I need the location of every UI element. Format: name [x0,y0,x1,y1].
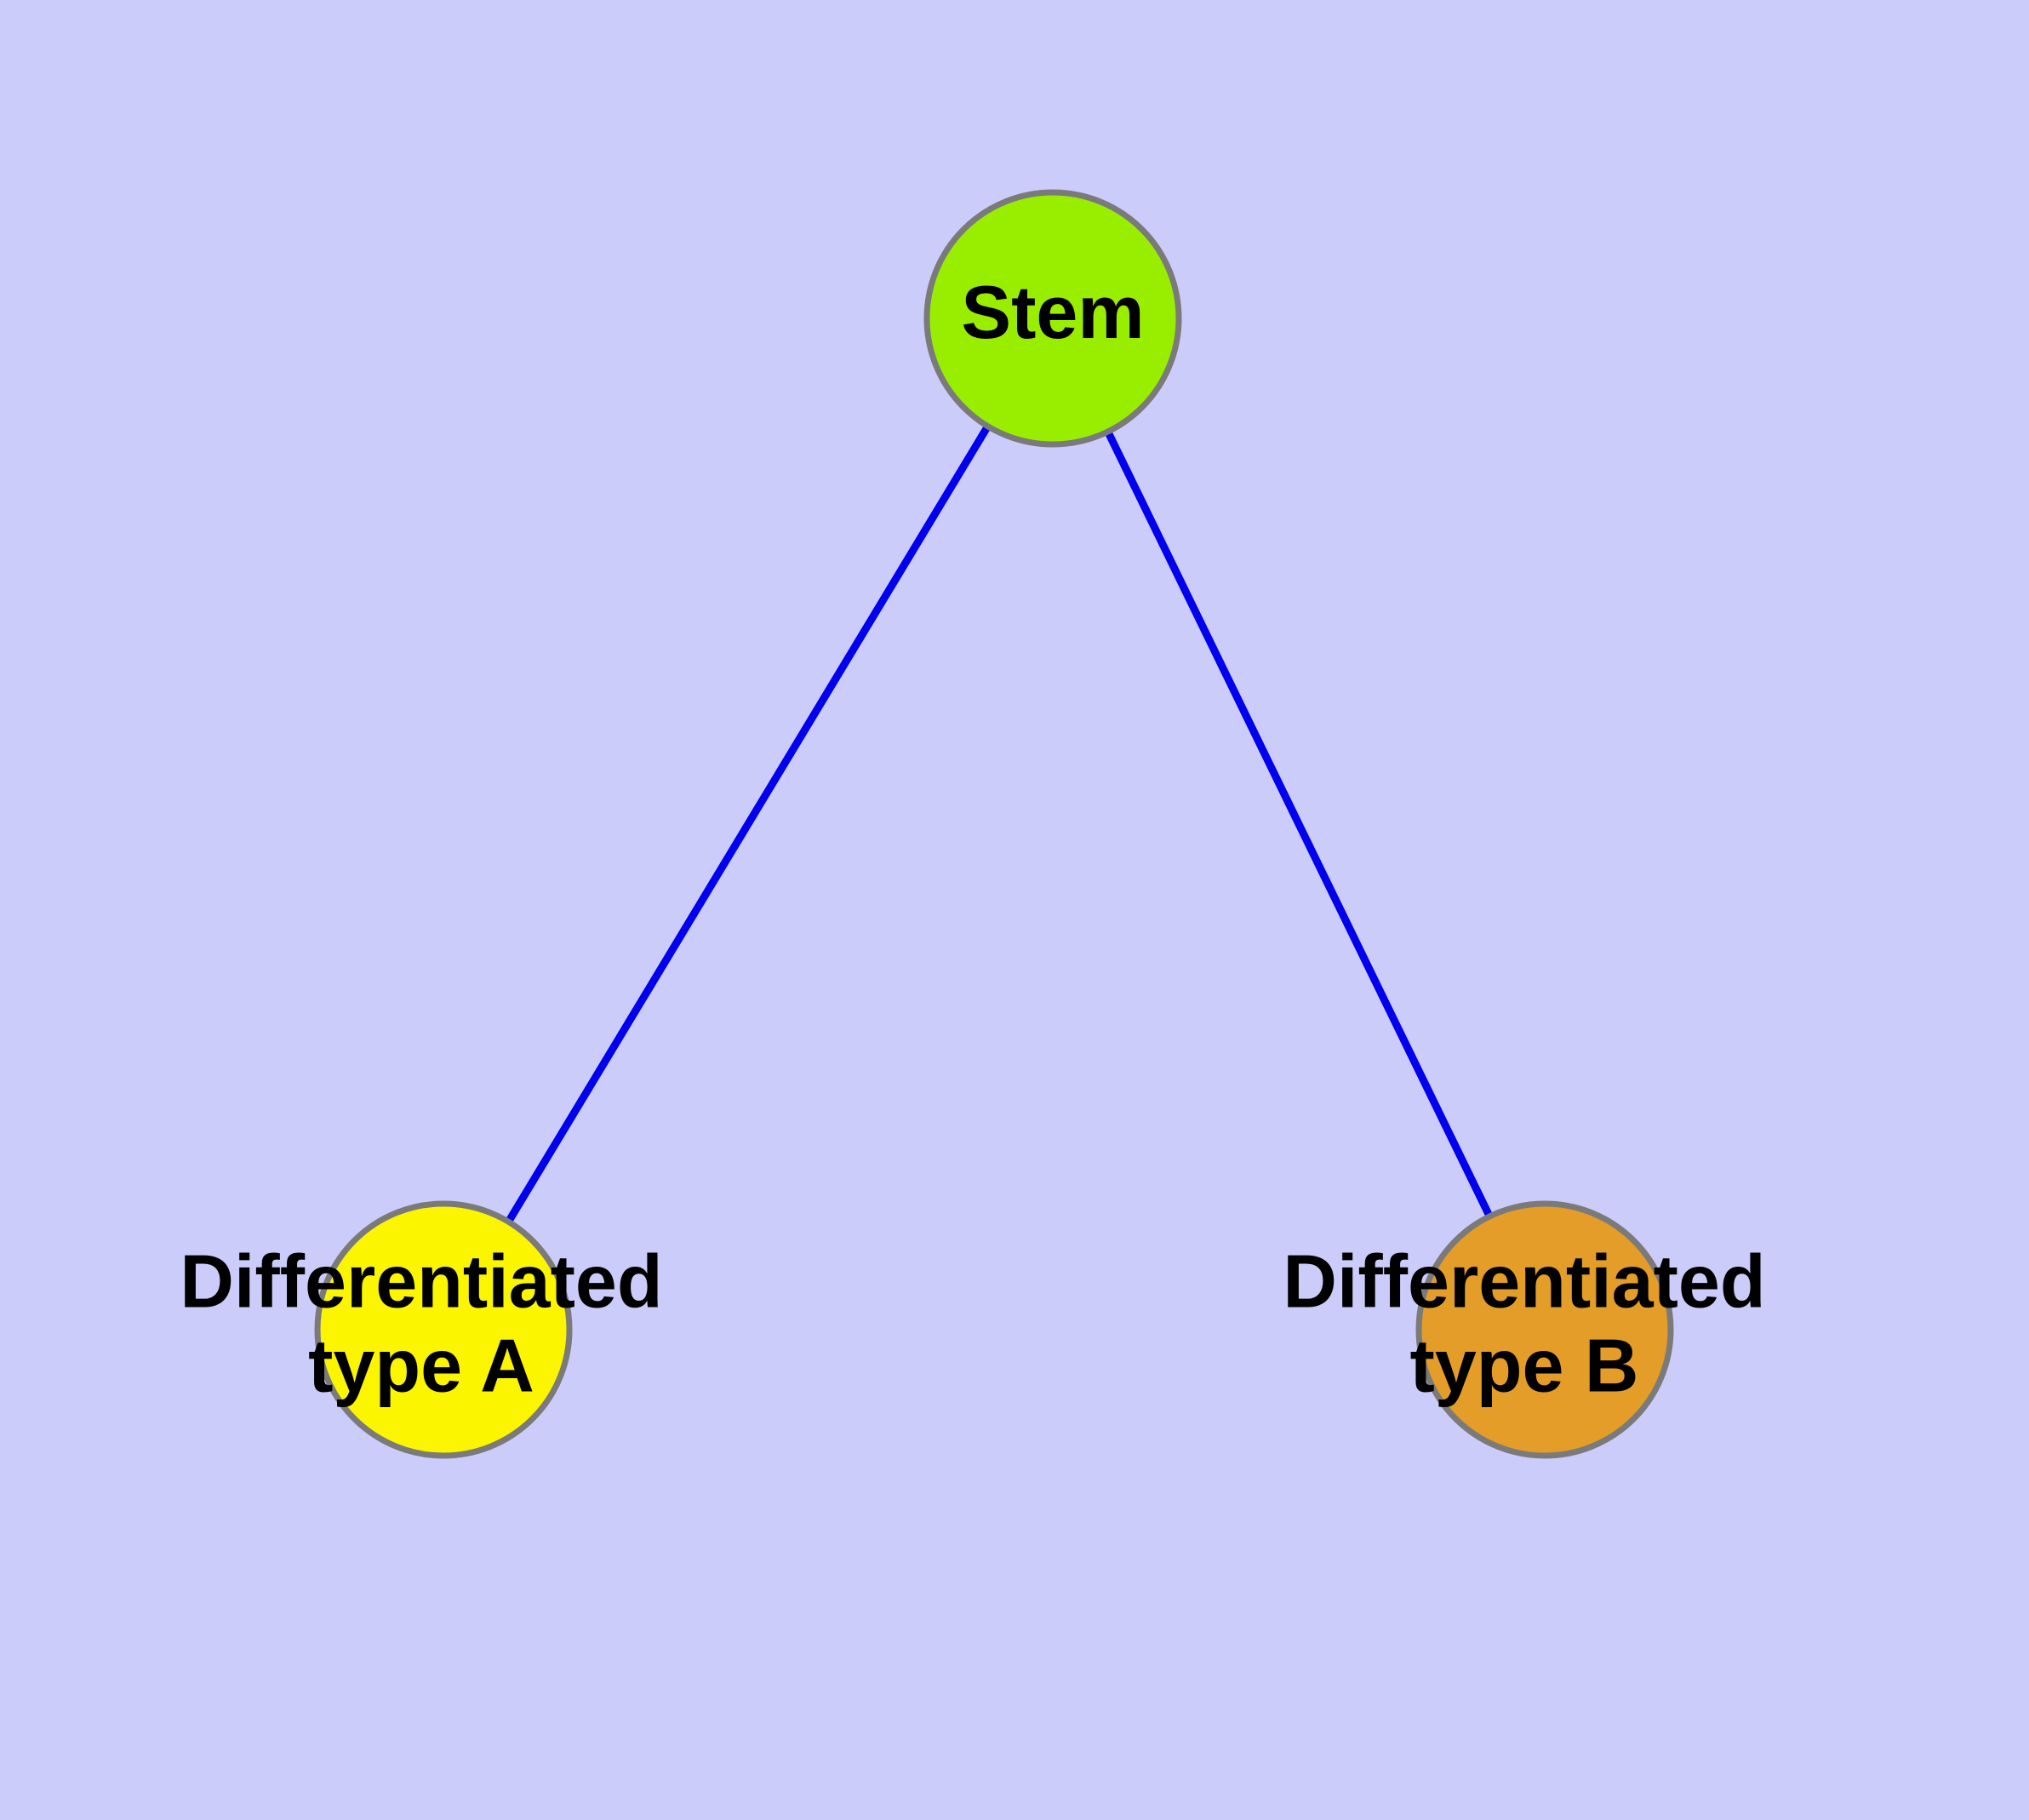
node-stem-label: Stem [961,270,1144,354]
edge-layer [440,316,1549,1332]
node-differentiated-type-b-circle[interactable] [1415,1200,1674,1459]
node-stem[interactable]: Stem [923,189,1182,448]
edge-stem-to-differentiated-type-a[interactable] [440,316,1056,1332]
node-differentiated-type-a-circle[interactable] [314,1200,573,1459]
node-stem-circle[interactable] [923,189,1182,448]
edge-stem-to-differentiated-type-b[interactable] [1049,317,1549,1331]
